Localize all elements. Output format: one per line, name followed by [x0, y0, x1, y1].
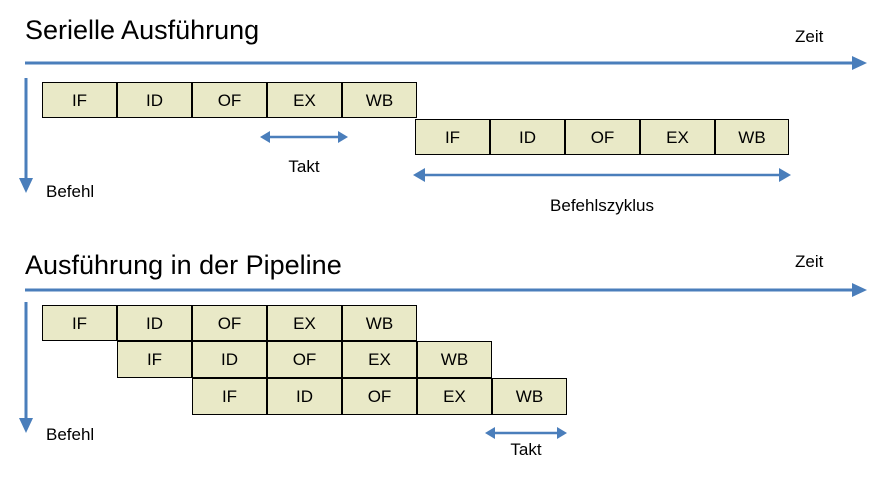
stage-box: IF	[117, 341, 192, 378]
stage-box: EX	[640, 119, 715, 155]
stage-box: EX	[342, 341, 417, 378]
time-axis-label-pipeline: Zeit	[795, 252, 824, 271]
befehlszyklus-measure-label: Befehlszyklus	[550, 196, 654, 215]
stage-box: IF	[192, 378, 267, 415]
stage-box: EX	[267, 305, 342, 341]
stage-box: IF	[415, 119, 490, 155]
section-title-pipeline: Ausführung in der Pipeline	[25, 250, 342, 280]
instruction-axis-arrow-pipeline	[19, 302, 33, 433]
stage-box: EX	[267, 82, 342, 118]
stage-box: EX	[417, 378, 492, 415]
stage-box: WB	[492, 378, 567, 415]
stage-box: WB	[342, 82, 417, 118]
stage-box: IF	[42, 305, 117, 341]
stage-box: OF	[192, 82, 267, 118]
takt-measure-arrow-pipeline	[485, 427, 567, 439]
time-axis-arrow-serial	[25, 56, 867, 70]
time-axis-arrow-pipeline	[25, 283, 867, 297]
time-axis-label-serial: Zeit	[795, 27, 824, 46]
takt-measure-label-serial: Takt	[288, 157, 320, 176]
takt-measure-arrow-serial	[260, 131, 348, 143]
section-title-serial: Serielle Ausführung	[25, 15, 260, 45]
instruction-axis-label-serial: Befehl	[46, 182, 95, 201]
stage-box: ID	[192, 341, 267, 378]
stage-box: ID	[267, 378, 342, 415]
stage-box: OF	[267, 341, 342, 378]
stage-box: OF	[342, 378, 417, 415]
stage-box: ID	[117, 82, 192, 118]
stage-box: IF	[42, 82, 117, 118]
stage-box: WB	[417, 341, 492, 378]
stage-box: ID	[490, 119, 565, 155]
stage-box: WB	[715, 119, 789, 155]
stage-box: OF	[192, 305, 267, 341]
stage-box: ID	[117, 305, 192, 341]
stage-box: WB	[342, 305, 417, 341]
stage-box: OF	[565, 119, 640, 155]
instruction-axis-label-pipeline: Befehl	[46, 425, 95, 444]
takt-measure-label-pipeline: Takt	[510, 440, 542, 459]
instruction-axis-arrow-serial	[19, 78, 33, 193]
befehlszyklus-measure-arrow	[413, 168, 791, 182]
